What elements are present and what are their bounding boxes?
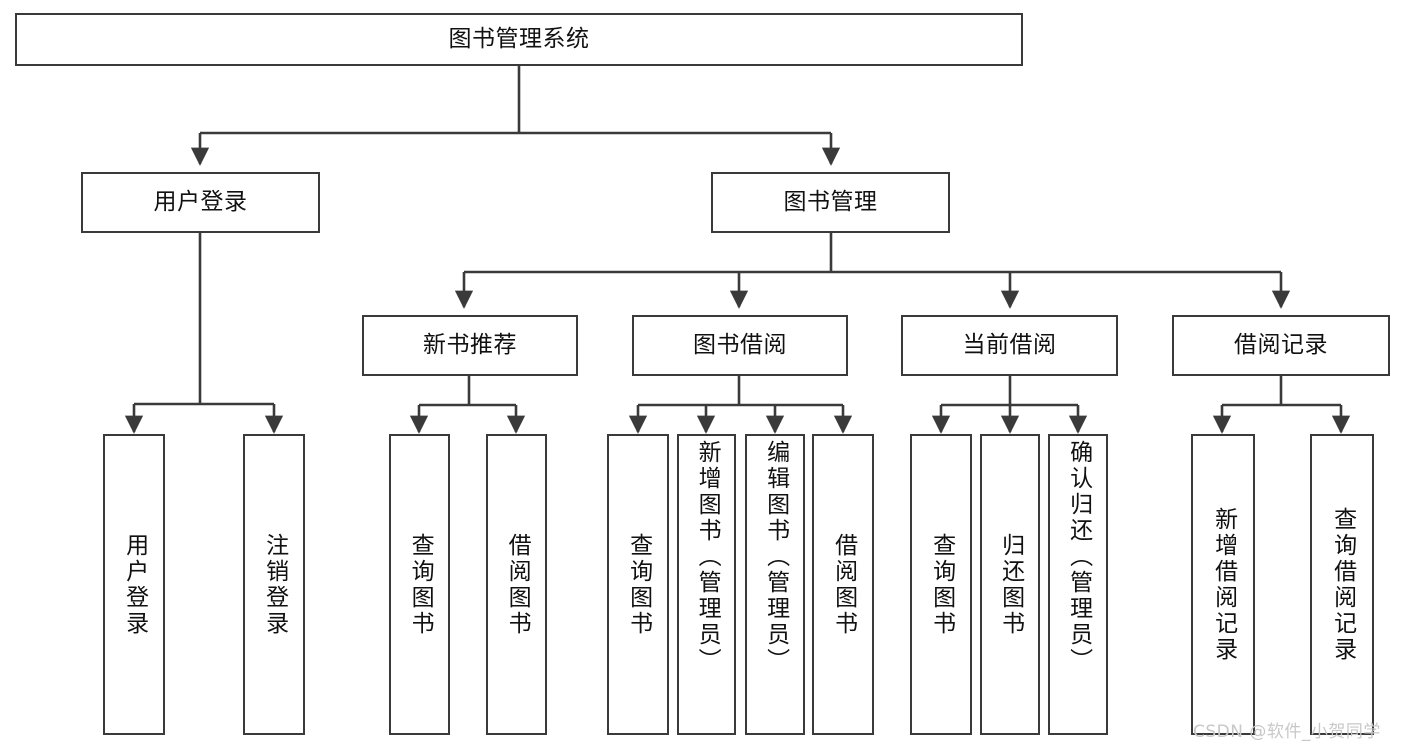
node-label: 图书借阅 — [693, 331, 787, 358]
node-label: 查询借阅记录 — [1329, 506, 1356, 663]
node-leaf-user-login[interactable]: 用户登录 — [103, 434, 165, 735]
node-leaf-query-record[interactable]: 查询借阅记录 — [1310, 434, 1374, 735]
node-book-borrow[interactable]: 图书借阅 — [632, 315, 848, 376]
node-user-login[interactable]: 用户登录 — [81, 172, 320, 233]
node-leaf-query-book-2[interactable]: 查询图书 — [607, 434, 669, 735]
csdn-watermark: CSDN @软件_小贺同学 — [1193, 722, 1381, 742]
node-book-manage[interactable]: 图书管理 — [711, 172, 950, 233]
node-label: 查询图书 — [407, 532, 434, 637]
node-label: 查询图书 — [625, 532, 652, 637]
node-label: 新书推荐 — [423, 331, 517, 358]
node-current-borrow[interactable]: 当前借阅 — [901, 315, 1118, 376]
node-label: 新增图书（管理员） — [694, 440, 721, 674]
node-leaf-borrow-book-2[interactable]: 借阅图书 — [812, 434, 874, 735]
node-new-book-recommend[interactable]: 新书推荐 — [362, 315, 578, 376]
node-label: 注销登录 — [261, 532, 288, 637]
node-root-book-management-system[interactable]: 图书管理系统 — [15, 13, 1023, 66]
node-label: 用户登录 — [153, 188, 248, 215]
node-label: 用户登录 — [121, 532, 148, 637]
node-label: 借阅图书 — [830, 532, 857, 637]
node-label: 确认归还（管理员） — [1065, 440, 1092, 674]
node-label: 借阅图书 — [504, 532, 531, 637]
node-label: 图书管理系统 — [448, 25, 590, 52]
node-label: 查询图书 — [928, 532, 955, 637]
node-leaf-add-book[interactable]: 新增图书（管理员） — [677, 434, 736, 735]
node-label: 当前借阅 — [962, 331, 1057, 358]
node-borrow-record[interactable]: 借阅记录 — [1172, 315, 1390, 376]
node-label: 归还图书 — [997, 532, 1024, 637]
node-label: 编辑图书（管理员） — [762, 440, 789, 674]
node-leaf-query-book-3[interactable]: 查询图书 — [910, 434, 972, 735]
node-leaf-add-record[interactable]: 新增借阅记录 — [1191, 434, 1255, 735]
node-label: 借阅记录 — [1234, 331, 1328, 358]
node-leaf-confirm-return[interactable]: 确认归还（管理员） — [1048, 434, 1108, 735]
node-label: 图书管理 — [783, 188, 878, 215]
node-leaf-edit-book[interactable]: 编辑图书（管理员） — [745, 434, 805, 735]
node-leaf-return-book[interactable]: 归还图书 — [980, 434, 1040, 735]
node-leaf-logout[interactable]: 注销登录 — [243, 434, 305, 735]
node-label: 新增借阅记录 — [1210, 506, 1237, 663]
node-leaf-borrow-book-1[interactable]: 借阅图书 — [486, 434, 547, 735]
node-leaf-query-book-1[interactable]: 查询图书 — [389, 434, 450, 735]
